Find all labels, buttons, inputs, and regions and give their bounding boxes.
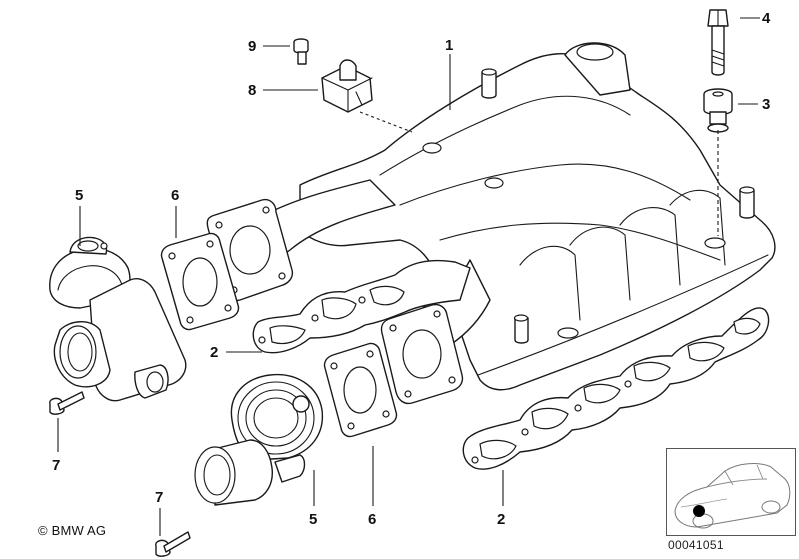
callout-1: 1 xyxy=(445,37,453,54)
bolt-4 xyxy=(707,9,729,76)
sensor-bracket xyxy=(321,59,373,113)
callout-9: 9 xyxy=(248,38,256,55)
leader-lines xyxy=(57,17,760,536)
throttle-gasket-bottom xyxy=(323,342,398,438)
copyright-text: © BMW AG xyxy=(38,523,107,538)
screw-9 xyxy=(293,38,309,65)
callout-2-left: 2 xyxy=(210,344,218,361)
car-silhouette-icon xyxy=(674,463,791,529)
callout-6-bottom: 6 xyxy=(368,511,376,528)
callout-7-bottom: 7 xyxy=(155,489,163,506)
manifold-gasket-lower xyxy=(462,307,770,470)
throttle-gasket-left xyxy=(160,232,240,331)
egr-valve-left xyxy=(49,236,187,402)
location-marker-icon xyxy=(693,505,705,517)
callout-7-left: 7 xyxy=(52,457,60,474)
bushing-3 xyxy=(703,88,733,133)
manifold-gasket-upper xyxy=(252,259,471,354)
callout-6-left: 6 xyxy=(171,187,179,204)
egr-valve-bottom xyxy=(194,373,324,506)
callout-5-bottom: 5 xyxy=(309,511,317,528)
bolt-7-bottom xyxy=(155,531,191,557)
callout-4: 4 xyxy=(762,10,771,27)
callout-5-left: 5 xyxy=(75,187,83,204)
manifold-flange-lower xyxy=(380,303,464,405)
bolt-7-left xyxy=(49,391,85,415)
callout-3: 3 xyxy=(762,96,770,113)
vehicle-location-inset xyxy=(666,448,796,536)
diagram-reference-number: 00041051 xyxy=(668,538,724,552)
callout-8: 8 xyxy=(248,82,256,99)
callout-2-bottom: 2 xyxy=(497,511,505,528)
